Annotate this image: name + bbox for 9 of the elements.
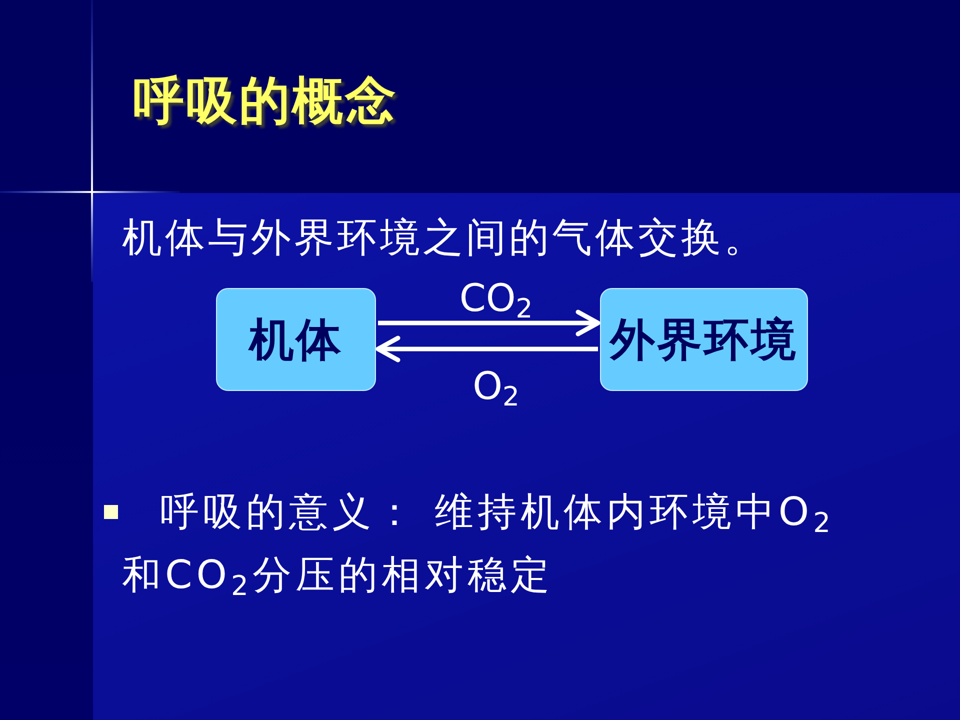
bullet-text: 呼吸的意义： 维持机体内环境中O$_{2}$和CO$_{2}$分压的相对稳定: [122, 489, 836, 604]
slide-title: 呼吸的概念: [133, 72, 398, 132]
arrow: [378, 310, 600, 336]
label-box: 外界环境: [600, 288, 808, 391]
label-box: 机体: [216, 288, 376, 391]
edge-label: CO$_{2}$: [459, 275, 533, 321]
arrow: [376, 336, 598, 362]
edge-label: O$_{2}$: [472, 363, 520, 409]
text-line: 机体与外界环境之间的气体交换。: [122, 214, 768, 263]
